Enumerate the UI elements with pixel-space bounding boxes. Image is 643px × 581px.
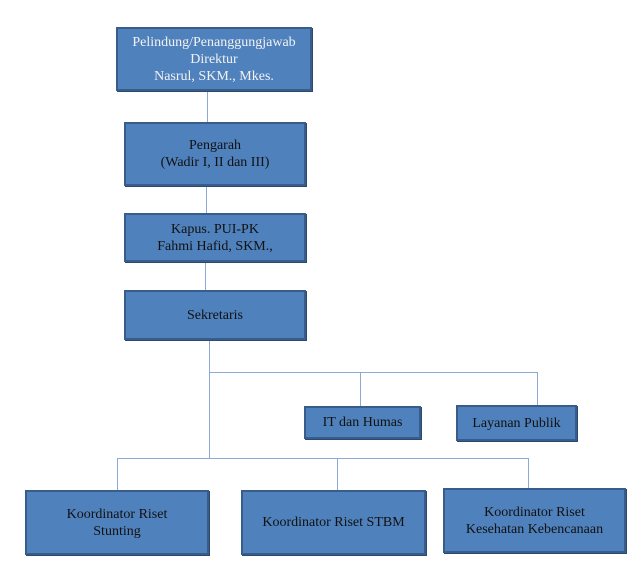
connector-staff-horizontal (209, 372, 538, 373)
node-line: Sekretaris (187, 307, 243, 323)
node-line: Direktur (190, 51, 238, 67)
node-line: (Wadir I, II dan III) (160, 155, 270, 170)
node-koord-stunting: Koordinator Riset Stunting (25, 490, 209, 555)
node-line: Nasrul, SKM., Mkes. (154, 68, 274, 84)
node-line: IT dan Humas (322, 415, 403, 430)
node-line: Pelindung/Penanggungjawab (132, 34, 296, 50)
connector-pengarah-kapus (206, 185, 207, 214)
connector-pelindung-pengarah (207, 90, 208, 123)
connector-koord-stunting (117, 458, 118, 491)
node-line: Koordinator Riset (66, 506, 168, 522)
connector-sekretaris-trunk (209, 339, 210, 459)
node-line: Kesehatan Kebencanaan (465, 521, 604, 537)
connector-layanan-publik (537, 372, 538, 406)
node-line: Koordinator Riset (484, 504, 585, 520)
node-line: Koordinator Riset STBM (262, 515, 405, 530)
node-kapus: Kapus. PUI-PK Fahmi Hafid, SKM., (124, 213, 306, 262)
connector-kapus-sekretaris (205, 261, 206, 291)
node-koord-bencana: Koordinator Riset Kesehatan Kebencanaan (443, 488, 626, 553)
node-pelindung: Pelindung/Penanggungjawab Direktur Nasru… (116, 27, 312, 91)
node-layanan-publik: Layanan Publik (456, 405, 577, 441)
node-it-humas: IT dan Humas (304, 406, 421, 439)
connector-koordinator-horizontal (117, 458, 529, 459)
node-line: Kapus. PUI-PK (171, 221, 259, 237)
connector-koord-stbm (337, 458, 338, 491)
node-sekretaris: Sekretaris (124, 290, 306, 340)
node-line: Stunting (93, 523, 141, 539)
connector-it-humas (360, 372, 361, 407)
node-line: Pengarah (188, 138, 242, 153)
node-line: Fahmi Hafid, SKM., (157, 238, 273, 254)
node-koord-stbm: Koordinator Riset STBM (241, 490, 426, 555)
node-pengarah: Pengarah (Wadir I, II dan III) (124, 122, 306, 186)
node-line: Layanan Publik (472, 415, 561, 431)
connector-koord-bencana (528, 458, 529, 489)
